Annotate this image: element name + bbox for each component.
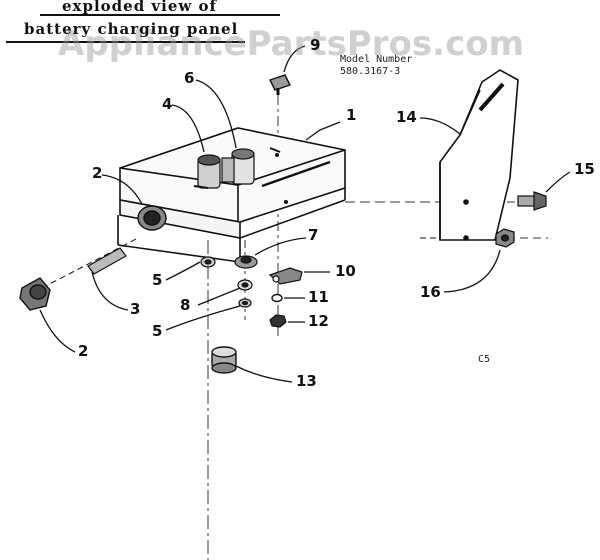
callout-7: 7 bbox=[308, 226, 319, 244]
cable-part-3 bbox=[41, 237, 139, 289]
leader-7 bbox=[254, 237, 307, 256]
leader-9 bbox=[283, 45, 306, 73]
ring-part-11 bbox=[271, 293, 283, 303]
leader-2b bbox=[39, 309, 76, 353]
bolt-part-15 bbox=[517, 191, 547, 211]
leader-1 bbox=[305, 121, 341, 141]
washer-part-5a bbox=[200, 256, 216, 268]
title-line-2: battery charging panel bbox=[24, 20, 239, 38]
leader-5a bbox=[165, 261, 201, 281]
leader-13 bbox=[235, 365, 293, 383]
screw-part-9 bbox=[269, 74, 291, 95]
knob-part-2 bbox=[19, 277, 51, 311]
nut-part-7 bbox=[234, 255, 258, 269]
leader-6 bbox=[195, 79, 237, 149]
callout-5-bottom: 5 bbox=[152, 322, 163, 340]
callout-14: 14 bbox=[396, 108, 417, 126]
callout-4: 4 bbox=[162, 95, 173, 113]
callout-3: 3 bbox=[130, 300, 141, 318]
cap-part-13 bbox=[211, 346, 237, 374]
callout-13: 13 bbox=[296, 372, 317, 390]
callout-5-top: 5 bbox=[152, 271, 163, 289]
leader-8 bbox=[197, 287, 241, 306]
callout-2-top: 2 bbox=[92, 164, 103, 182]
callout-11: 11 bbox=[308, 288, 329, 306]
nut-part-16 bbox=[495, 228, 515, 248]
callout-12: 12 bbox=[308, 312, 329, 330]
bushings-parts-4-6 bbox=[197, 148, 255, 189]
nut-part-12 bbox=[269, 314, 287, 328]
leader-2a bbox=[101, 174, 143, 205]
diagram-code: C5 bbox=[478, 354, 491, 365]
title-line-1: exploded view of bbox=[62, 0, 217, 15]
leader-lines bbox=[39, 45, 571, 383]
callout-15: 15 bbox=[574, 160, 595, 178]
leader-5b bbox=[165, 305, 241, 331]
callout-2-bottom: 2 bbox=[78, 342, 89, 360]
washer-part-8 bbox=[237, 279, 253, 291]
leader-15 bbox=[545, 171, 571, 193]
leader-3 bbox=[91, 271, 129, 311]
callout-9: 9 bbox=[310, 36, 321, 54]
callout-1: 1 bbox=[346, 106, 357, 124]
callout-16: 16 bbox=[420, 283, 441, 301]
socket-part-2 bbox=[137, 205, 167, 231]
callout-6: 6 bbox=[184, 69, 195, 87]
bracket-part-14 bbox=[420, 69, 519, 241]
leader-4 bbox=[171, 104, 205, 153]
model-number-value: 580.3167-3 bbox=[340, 66, 401, 77]
callout-10: 10 bbox=[335, 262, 356, 280]
washer-part-5b bbox=[238, 298, 252, 308]
leader-14 bbox=[419, 117, 461, 135]
stud-part-3 bbox=[87, 247, 127, 275]
leader-16 bbox=[443, 249, 501, 293]
terminal-part-10 bbox=[268, 267, 303, 285]
callout-8: 8 bbox=[180, 296, 191, 314]
model-number-label: Model Number bbox=[340, 54, 413, 65]
